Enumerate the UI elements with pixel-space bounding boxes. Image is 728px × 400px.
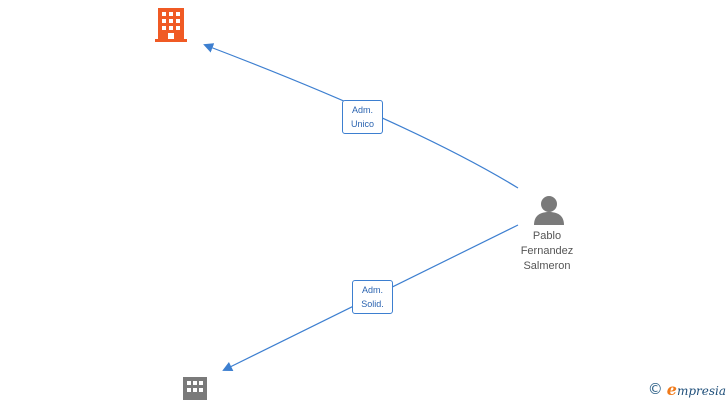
person-name-line: Pablo xyxy=(532,230,562,242)
person-icon[interactable] xyxy=(533,195,565,225)
edge-label-line: Unico xyxy=(350,119,374,129)
person-name-line: Salmeron xyxy=(523,260,571,272)
brand-logo: e mpresia xyxy=(667,380,726,399)
person-name-line: Fernandez xyxy=(520,245,574,257)
edge-label-line: Adm. xyxy=(361,285,383,295)
edge-label-line: Solid. xyxy=(361,299,384,309)
building-icon[interactable] xyxy=(183,377,207,400)
edge-label-line: Adm. xyxy=(351,105,373,115)
edge-person-to-company-top xyxy=(203,43,519,189)
brand-logo-rest: mpresia xyxy=(676,383,726,398)
brand-watermark: © e mpresia xyxy=(648,378,728,400)
edge-label-adm-solid: Adm. Solid. xyxy=(352,280,393,314)
person-name-label[interactable]: Pablo Fernandez Salmeron xyxy=(507,229,587,274)
copyright-symbol: © xyxy=(647,380,663,398)
brand-logo-first-letter: e xyxy=(666,379,677,399)
building-icon[interactable] xyxy=(155,8,187,42)
edge-label-adm-unico: Adm. Unico xyxy=(342,100,383,134)
